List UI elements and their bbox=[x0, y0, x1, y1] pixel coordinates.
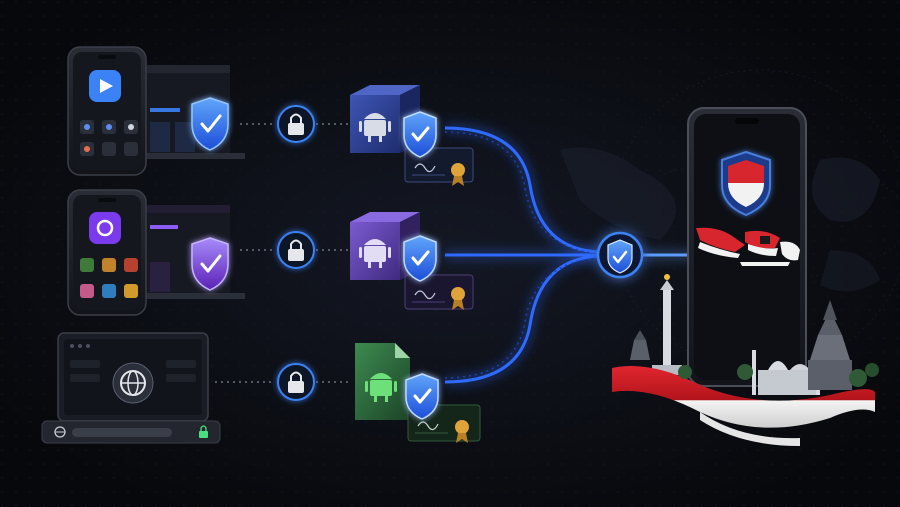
certificate-icon bbox=[404, 274, 474, 310]
flag-ribbon bbox=[612, 366, 875, 446]
trees bbox=[678, 363, 879, 387]
row-3 bbox=[41, 332, 481, 444]
laptop-device bbox=[41, 332, 221, 444]
lock-icon bbox=[277, 105, 315, 143]
android-icon bbox=[365, 373, 397, 402]
row-1 bbox=[67, 46, 474, 186]
indonesia-map bbox=[696, 227, 800, 266]
app-icon-store[interactable] bbox=[89, 212, 121, 244]
row-2 bbox=[67, 189, 474, 316]
phone-device bbox=[67, 46, 147, 176]
apk-file bbox=[355, 343, 410, 420]
monument-tower bbox=[652, 274, 682, 375]
shield-check-icon bbox=[191, 237, 229, 291]
phone-device bbox=[67, 189, 147, 316]
certificate-icon bbox=[404, 147, 474, 186]
lock-icon bbox=[199, 425, 208, 438]
hub-shield-icon bbox=[596, 231, 644, 279]
url-bar[interactable] bbox=[72, 428, 172, 437]
android-icon bbox=[359, 113, 391, 142]
shield-check-icon bbox=[405, 373, 439, 420]
globe-icon bbox=[112, 362, 154, 404]
destination-phone bbox=[612, 107, 879, 446]
shield-check-icon bbox=[403, 235, 437, 282]
shield-check-icon bbox=[403, 111, 437, 158]
app-grid bbox=[80, 120, 138, 156]
globe-icon bbox=[54, 426, 66, 438]
lock-icon bbox=[277, 363, 315, 401]
flow-lines bbox=[444, 126, 700, 384]
indonesia-flag-shield-icon bbox=[721, 150, 771, 217]
temple-left bbox=[630, 330, 650, 360]
lock-icon bbox=[277, 231, 315, 269]
shield-check-icon bbox=[191, 97, 229, 151]
game-grid bbox=[80, 258, 138, 298]
temple-right bbox=[808, 300, 852, 390]
android-icon bbox=[359, 239, 391, 268]
